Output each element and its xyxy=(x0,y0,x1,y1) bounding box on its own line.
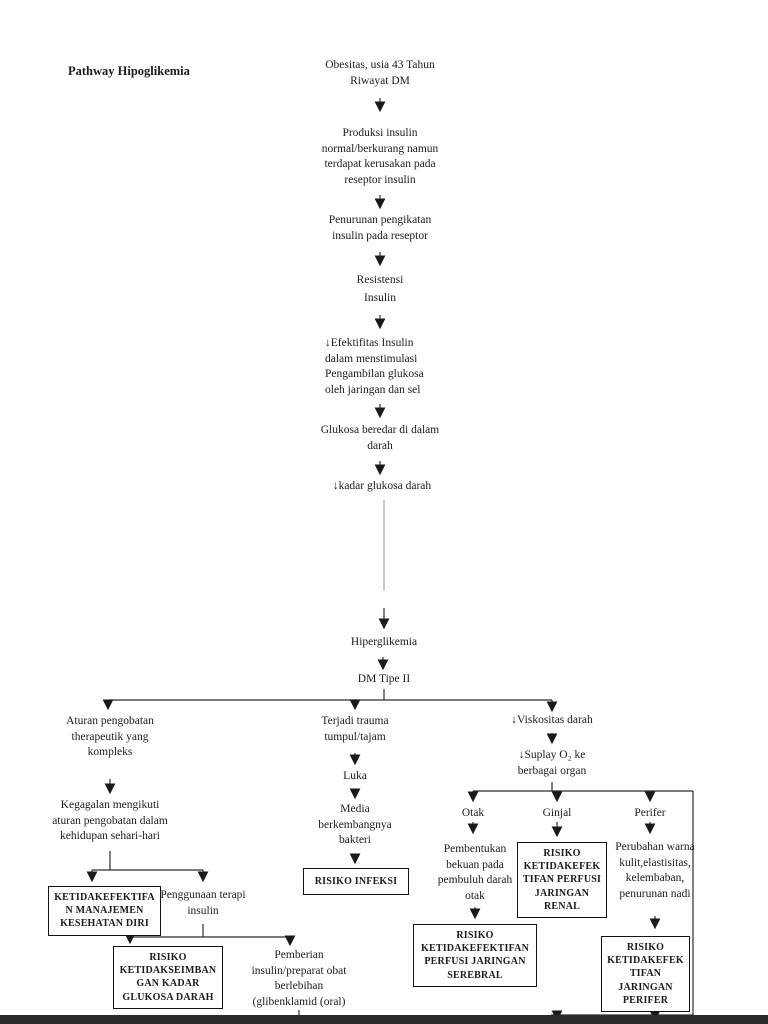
node-produksi-insulin: Produksi insulin normal/berkurang namun … xyxy=(321,127,439,186)
node-ginjal: Ginjal xyxy=(542,807,572,819)
node-otak: Otak xyxy=(461,807,485,819)
node-penggunaan-terapi: Penggunaan terapi insulin xyxy=(160,889,246,917)
page-bottom-bar xyxy=(0,1015,768,1024)
node-perubahan-warna: Perubahan warna kulit,elastisitas, kelem… xyxy=(615,841,695,900)
node-terjadi-trauma: Terjadi trauma tumpul/tajam xyxy=(321,715,389,743)
box-risiko-infeksi: RISIKO INFEKSI xyxy=(303,868,409,896)
box-risiko-jaringan-perifer: RISIKO KETIDAKEFEK TIFAN JARINGAN PERIFE… xyxy=(601,936,690,1012)
node-glukosa-beredar: Glukosa beredar di dalam darah xyxy=(320,424,440,452)
box-risiko-perfusi-renal: RISIKO KETIDAKEFEK TIFAN PERFUSI JARINGA… xyxy=(517,842,607,918)
box-risiko-perfusi-serebral: RISIKO KETIDAKEFEKTIFAN PERFUSI JARINGAN… xyxy=(413,924,537,987)
node-hiperglikemia: Hiperglikemia xyxy=(350,636,418,648)
connectors-left-branch xyxy=(86,779,300,1024)
node-perifer: Perifer xyxy=(634,807,666,819)
node-dm-tipe-2: DM Tipe II xyxy=(357,673,411,685)
node-media-bakteri: Media berkembangnya bakteri xyxy=(318,803,392,847)
node-penurunan-pengikatan: Penurunan pengikatan insulin pada resept… xyxy=(328,214,432,242)
connectors-main-chain xyxy=(374,98,390,700)
node-kadar-glukosa-darah: ↓kadar glukosa darah xyxy=(332,480,432,492)
connectors-three-way-branch xyxy=(102,699,558,713)
node-pemberian-insulin: Pemberian insulin/preparat obat berlebih… xyxy=(251,949,347,1008)
page-title: Pathway Hipoglikemia xyxy=(68,64,190,78)
node-luka: Luka xyxy=(343,770,367,782)
node-pembentukan-bekuan: Pembentukan bekuan pada pembuluh darah o… xyxy=(437,843,513,902)
box-risiko-ketidakseimbangan-glukosa: RISIKO KETIDAKSEIMBAN GAN KADAR GLUKOSA … xyxy=(113,946,223,1009)
node-aturan-pengobatan: Aturan pengobatan therapeutik yang kompl… xyxy=(66,715,154,759)
node-kegagalan-mengikuti: Kegagalan mengikuti aturan pengobatan da… xyxy=(52,799,168,843)
node-obesitas-riwayat: Obesitas, usia 43 Tahun Riwayat DM xyxy=(325,59,435,87)
node-suplay-o2: ↓Suplay O₂ ke berbagai organ xyxy=(517,749,587,777)
box-ketidakefektifan-manajemen: KETIDAKEFEKTIFA N MANAJEMEN KESEHATAN DI… xyxy=(48,886,161,936)
node-resistensi-insulin: Resistensi Insulin xyxy=(356,274,404,304)
node-viskositas-darah: ↓Viskositas darah xyxy=(511,714,593,726)
node-efektifitas-insulin: ↓Efektifitas Insulin dalam menstimulasi … xyxy=(325,337,424,396)
